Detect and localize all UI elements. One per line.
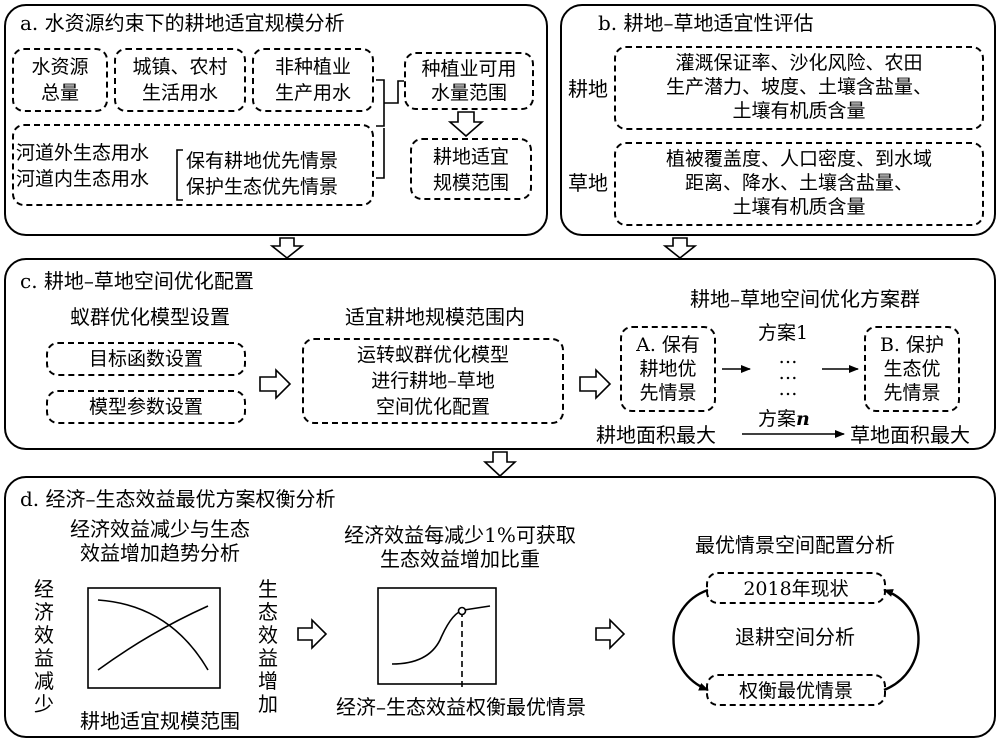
- status-2018-text: 2018年现状: [743, 578, 849, 600]
- cropland-scale-line-1: 耕地适宜: [432, 146, 509, 168]
- y-axis-right-label: 生态效益增加: [258, 577, 278, 716]
- scenario-cropland-text: 保有耕地优先情景: [186, 150, 339, 172]
- cropland-factors-line-2: 生产潜力、坡度、土壤含盐量、: [665, 76, 932, 98]
- panel-c-title: c. 耕地–草地空间优化配置: [20, 269, 254, 293]
- total-water-box: [12, 48, 108, 112]
- panel-a-title: a. 水资源约束下的耕地适宜规模分析: [20, 11, 345, 35]
- grassland-label: 草地: [568, 171, 608, 195]
- urban-rural-line-1: 城镇、农村: [132, 56, 228, 78]
- trend-header-line-1: 经济效益减少与生态: [70, 517, 250, 541]
- total-water-line-1: 水资源: [31, 56, 89, 78]
- cropland-scale-box: [410, 138, 532, 200]
- within-range-header: 适宜耕地规模范围内: [345, 305, 525, 329]
- scheme-n-italic: n: [796, 408, 810, 430]
- spatial-analysis-header: 最优情景空间配置分析: [695, 533, 895, 557]
- cropland-factors-box: [614, 46, 984, 130]
- scenario-a-line-2: 耕地优: [639, 358, 697, 380]
- ecological-line-2: 河道内生态用水: [16, 168, 150, 190]
- model-setup-header: 蚁群优化模型设置: [70, 305, 230, 329]
- scenario-b-line-2: 生态优: [883, 358, 941, 380]
- panel-b: [560, 4, 996, 236]
- ellipsis-2: …: [778, 362, 798, 384]
- ellipsis-1: …: [778, 346, 798, 368]
- scenario-b-line-1: B. 保护: [879, 334, 945, 356]
- panel-c: [4, 258, 996, 450]
- trend-x-label: 耕地适宜规模范围: [80, 709, 240, 733]
- c-to-d-arrow: [482, 451, 518, 478]
- scenario-b-line-3: 先情景: [883, 382, 941, 404]
- run-model-line-2: 进行耕地–草地: [371, 370, 495, 392]
- total-water-line-2: 总量: [40, 82, 79, 104]
- y-axis-left-label: 经济效益减少: [34, 577, 54, 716]
- scenario-a-line-1: A. 保有: [636, 334, 700, 356]
- cropland-scale-line-2: 规模范围: [432, 172, 509, 194]
- grassland-factors-line-2: 距离、降水、土壤含盐量、: [684, 172, 913, 194]
- scenario-b-box: [864, 326, 960, 412]
- retreat-analysis-text: 退耕空间分析: [735, 625, 855, 649]
- ellipsis-3: …: [778, 378, 798, 400]
- a-to-c-arrow: [269, 237, 305, 260]
- ratio-header-line-2: 生态效益增加比重: [380, 547, 540, 571]
- scenario-eco-text: 保护生态优先情景: [186, 176, 339, 198]
- cropland-factors-line-3: 土壤有机质含量: [732, 100, 866, 122]
- urban-rural-water-box: [114, 48, 246, 112]
- panel-b-title: b. 耕地–草地适宜性评估: [598, 11, 814, 35]
- panel-d-title: d. 经济–生态效益最优方案权衡分析: [20, 487, 336, 511]
- ecological-water-box: [12, 124, 374, 206]
- available-water-box: [404, 52, 534, 110]
- model-parameter-box: [46, 390, 246, 424]
- urban-rural-line-2: 生活用水: [141, 82, 218, 104]
- available-line-2: 水量范围: [430, 82, 507, 104]
- nonplanting-water-box: [252, 48, 374, 112]
- available-line-1: 种植业可用: [421, 58, 517, 80]
- scheme-group-header: 耕地–草地空间优化方案群: [690, 287, 920, 311]
- scheme-1-label: 方案1: [758, 322, 809, 344]
- ratio-header-line-1: 经济效益每减少1%可获取: [344, 523, 576, 547]
- grassland-factors-line-3: 土壤有机质含量: [732, 196, 866, 218]
- nonplanting-line-2: 生产用水: [274, 82, 351, 104]
- cropland-factors-line-1: 灌溉保证率、沙化风险、农田: [675, 52, 923, 74]
- scenario-a-line-3: 先情景: [639, 382, 697, 404]
- run-model-line-1: 运转蚁群优化模型: [356, 344, 509, 366]
- nonplanting-line-1: 非种植业: [274, 56, 351, 78]
- optimal-scenario-label: 经济–生态效益权衡最优情景: [336, 695, 586, 719]
- trend-header-line-2: 效益增加趋势分析: [80, 541, 240, 565]
- cropland-label: 耕地: [568, 77, 608, 101]
- scenario-a-box: [620, 326, 716, 412]
- run-model-box: [302, 338, 564, 424]
- tradeoff-optimal-text: 权衡最优情景: [738, 680, 853, 702]
- grassland-factors-box: [614, 142, 984, 226]
- b-to-c-arrow: [662, 237, 698, 260]
- grassland-max-label: 草地面积最大: [850, 423, 970, 447]
- panel-d: [4, 476, 996, 738]
- status-2018-box: [706, 572, 886, 604]
- model-parameter-text: 模型参数设置: [88, 396, 203, 418]
- scheme-n-prefix: 方案: [758, 408, 797, 430]
- ecological-line-1: 河道外生态用水: [16, 142, 150, 164]
- objective-function-box: [46, 342, 246, 376]
- run-model-line-3: 空间优化配置: [375, 396, 490, 418]
- objective-function-text: 目标函数设置: [88, 348, 203, 370]
- scheme-n-label: 方案n: [758, 408, 810, 430]
- grassland-factors-line-1: 植被覆盖度、人口密度、到水域: [665, 148, 932, 170]
- cropland-max-label: 耕地面积最大: [596, 423, 716, 447]
